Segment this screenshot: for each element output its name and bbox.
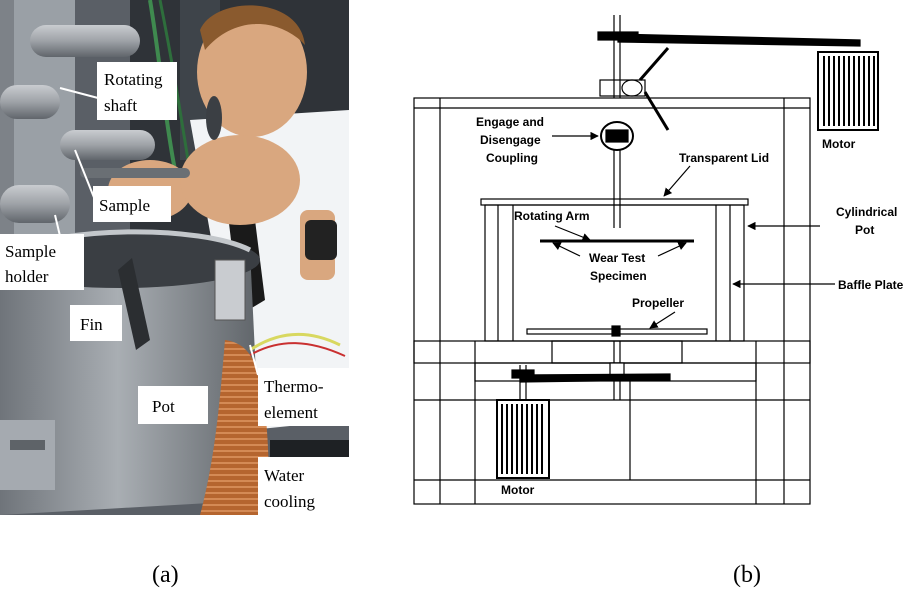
label-baffle-plate: Baffle Plate	[838, 278, 904, 292]
shaft-pointer	[59, 87, 99, 99]
arrow-wear-right	[657, 242, 687, 257]
label-cylindrical-1: Cylindrical	[836, 205, 897, 219]
pot-body	[0, 233, 262, 515]
label-rotating-arm: Rotating Arm	[514, 209, 590, 223]
label-engage-2: Disengage	[480, 133, 541, 147]
bottom-motor-icon	[496, 399, 550, 479]
label-sample-holder-1: Sample	[5, 242, 56, 261]
caption-a: (a)	[152, 562, 179, 588]
label-motor-top: Motor	[822, 137, 856, 151]
label-rotating-shaft-1: Rotating	[104, 70, 163, 89]
label-thermo-1: Thermo-	[264, 377, 324, 396]
rotating-shaft-rod	[30, 25, 140, 57]
person-face	[197, 7, 307, 137]
coupling-icon	[600, 121, 634, 228]
label-rotating-shaft-2: shaft	[104, 96, 137, 115]
bottom-belt	[519, 373, 671, 383]
label-transparent-lid: Transparent Lid	[679, 151, 769, 165]
fin-piece	[118, 258, 150, 350]
label-wear-1: Wear Test	[589, 251, 645, 265]
top-motor-icon	[817, 51, 879, 131]
label-fin: Fin	[80, 315, 103, 334]
label-water-2: cooling	[264, 492, 315, 511]
label-propeller: Propeller	[632, 296, 684, 310]
person-hand-right	[180, 135, 300, 225]
copper-coil	[200, 340, 270, 515]
label-sample: Sample	[99, 196, 150, 215]
schematic-panel	[413, 15, 879, 505]
drive-belt	[617, 33, 861, 47]
holder-pointer	[54, 214, 61, 237]
label-sample-holder-2: holder	[5, 267, 49, 286]
thermo-pointer	[249, 344, 259, 376]
arrow-lid	[663, 165, 691, 197]
label-engage-1: Engage and	[476, 115, 544, 129]
sample-pointer	[74, 149, 96, 201]
photo-panel: Rotating shaft Sample Sample holder Fin …	[0, 0, 349, 515]
label-wear-2: Specimen	[590, 269, 647, 283]
machine-frame	[413, 97, 811, 505]
label-engage-3: Coupling	[486, 151, 538, 165]
label-cylindrical-2: Pot	[855, 223, 874, 237]
label-thermo-2: element	[264, 403, 318, 422]
label-water-1: Water	[264, 466, 304, 485]
arrow-wear-left	[552, 242, 581, 257]
label-pot: Pot	[152, 397, 175, 416]
label-motor-bottom: Motor	[501, 483, 535, 497]
caption-b: (b)	[733, 562, 761, 588]
arrow-rotating-arm	[554, 225, 591, 242]
arrow-propeller	[649, 311, 676, 329]
